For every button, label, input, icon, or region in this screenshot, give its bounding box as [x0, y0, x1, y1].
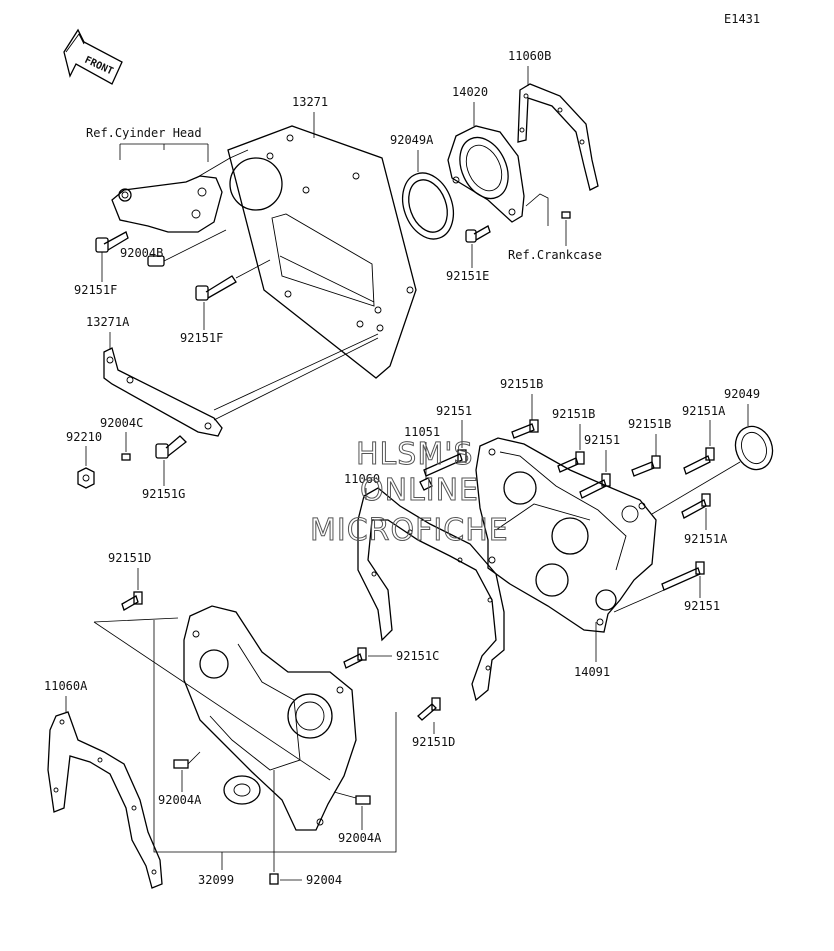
bolt [343, 647, 367, 669]
gasket [357, 487, 505, 702]
front-badge-text: FRONT [83, 55, 115, 78]
gear-case [475, 437, 657, 633]
label-11060: 11060 [344, 472, 380, 486]
ref-crankcase-outline [525, 193, 549, 226]
ref-crankcase: Ref.Crankcase [508, 248, 602, 262]
leader-line [187, 751, 201, 765]
label-13271a: 13271A [86, 315, 130, 329]
bracket-line [153, 620, 397, 853]
label-11060a: 11060A [44, 679, 88, 693]
label-92210: 92210 [66, 430, 102, 444]
seal-housing [447, 125, 525, 223]
bolt [681, 493, 711, 519]
leader-line [651, 461, 741, 515]
label-92049a: 92049A [390, 133, 434, 147]
label-11051: 11051 [404, 425, 440, 439]
nut [77, 467, 95, 489]
label-92004: 92004 [306, 873, 342, 887]
watermark-line-3: MICROFICHE [310, 513, 509, 548]
label-92151f-middle: 92151F [180, 331, 223, 345]
gasket [517, 83, 599, 191]
bolt [195, 259, 271, 301]
label-92004c: 92004C [100, 416, 143, 430]
bolt [579, 473, 611, 499]
label-92004a-left: 92004A [158, 793, 202, 807]
label-92151-3: 92151 [684, 599, 720, 613]
dowel-pin [355, 795, 371, 805]
label-92151b-1: 92151B [500, 377, 543, 391]
oil-seal [401, 172, 455, 240]
label-92151b-3: 92151B [628, 417, 671, 431]
label-14020: 14020 [452, 85, 488, 99]
label-92151b-2: 92151B [552, 407, 595, 421]
oil-seal [734, 425, 774, 471]
diagram-code: E1431 [724, 12, 760, 26]
gear-case-plug [419, 477, 433, 491]
label-13271: 13271 [292, 95, 328, 109]
label-11060b: 11060B [508, 49, 551, 63]
leader-line [93, 617, 331, 781]
bolt [155, 435, 187, 459]
gasket [47, 711, 163, 889]
ref-bracket-leader [119, 143, 209, 162]
bolt [417, 697, 441, 721]
watermark-line-2: ONLINE [360, 473, 479, 508]
label-92151c: 92151C [396, 649, 439, 663]
label-92151-1: 92151 [436, 404, 472, 418]
label-92151-2: 92151 [584, 433, 620, 447]
ref-cylinder-head: Ref.Cyinder Head [86, 126, 202, 140]
label-92151a-1: 92151A [682, 404, 726, 418]
bolt [423, 449, 467, 477]
front-cover [183, 605, 357, 831]
timing-plate [227, 125, 417, 379]
label-92151d-right: 92151D [412, 735, 455, 749]
dowel-pin [561, 211, 571, 219]
leader-line [213, 337, 379, 421]
bolt [121, 591, 143, 611]
bolt [557, 451, 585, 473]
cylinder-head-bracket [111, 175, 223, 233]
bolt [511, 419, 539, 439]
leader-line [613, 589, 665, 613]
label-32099: 32099 [198, 873, 234, 887]
watermark-line-1: HLSM'S [356, 437, 474, 472]
label-92151g: 92151G [142, 487, 185, 501]
label-92049: 92049 [724, 387, 760, 401]
bolt [661, 561, 705, 591]
front-arrow-icon: FRONT [63, 28, 123, 85]
label-14091: 14091 [574, 665, 610, 679]
bolt [465, 225, 491, 243]
leader-line [333, 791, 357, 799]
dowel-pin [121, 453, 131, 461]
dowel-pin [269, 873, 279, 885]
label-92151d-top: 92151D [108, 551, 151, 565]
leader-line [213, 333, 379, 411]
bolt [631, 455, 661, 477]
dowel-pin [173, 759, 189, 769]
bolt [683, 447, 715, 475]
label-92004b: 92004B [120, 246, 163, 260]
idler-gear [223, 775, 261, 805]
dowel-pin [147, 229, 227, 267]
label-92004a-right: 92004A [338, 831, 382, 845]
plate-strap [103, 347, 223, 437]
label-92151e: 92151E [446, 269, 489, 283]
label-92151f-left: 92151F [74, 283, 117, 297]
label-92151a-2: 92151A [684, 532, 728, 546]
